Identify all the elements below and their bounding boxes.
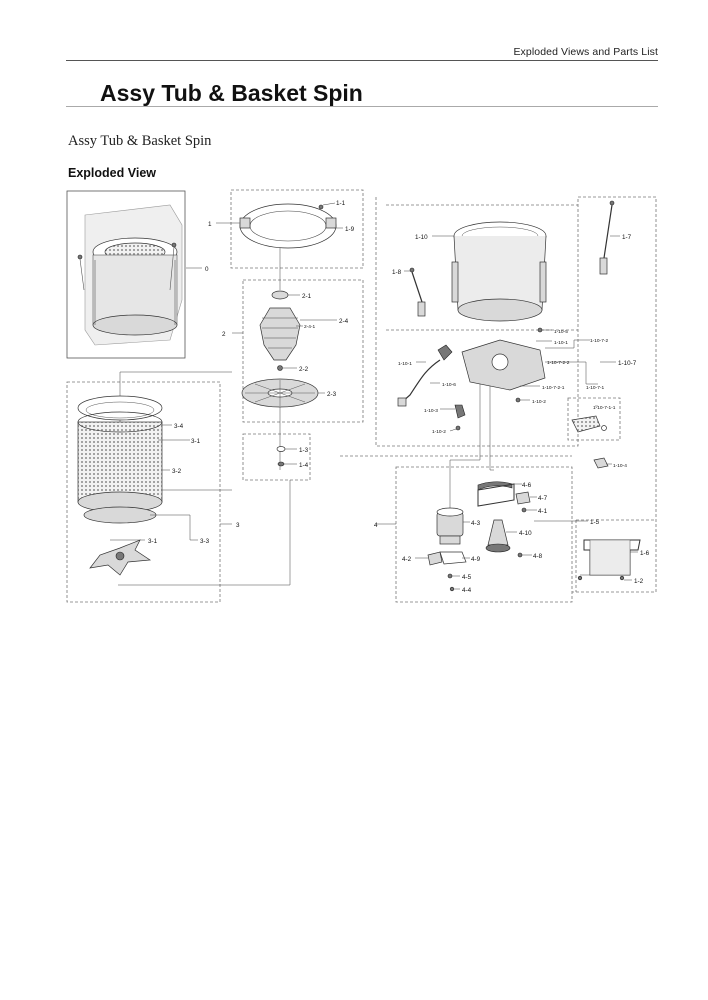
part-label-1-10-2: 1-10-2 <box>532 399 546 405</box>
section-caption: Assy Tub & Basket Spin <box>68 133 212 149</box>
part-label-1-6: 1-6 <box>640 550 650 557</box>
part-label-1-10-1-left: 1-10-1 <box>398 361 412 367</box>
part-label-4-1: 4-1 <box>538 508 548 515</box>
part-label-1-10-3: 1-10-3 <box>424 408 438 414</box>
group-boxes <box>66 189 657 603</box>
group-3-box <box>66 381 221 603</box>
part-label-1-10: 1-10 <box>415 234 428 241</box>
header-section-title: Exploded Views and Parts List <box>513 46 658 58</box>
group-1-10-7-box <box>567 397 621 441</box>
part-label-1-10-7-2: 1-10-7-2 <box>590 338 608 344</box>
part-label-4-10: 4-10 <box>519 530 532 537</box>
outer-tub-assembly <box>404 200 620 322</box>
group-1-box <box>230 189 364 269</box>
exploded-view-heading: Exploded View <box>68 166 156 180</box>
part-label-3-1-lower: 3-1 <box>148 538 158 545</box>
spin-basket-assembly <box>77 395 198 576</box>
part-label-3-3: 3-3 <box>200 538 210 545</box>
part-label-4-2: 4-2 <box>402 556 412 563</box>
part-label-1-4: 1-4 <box>299 462 309 469</box>
group-label-0: 0 <box>205 266 209 273</box>
part-label-1-10-5: 1-10-5 <box>554 329 568 335</box>
group-label-3: 3 <box>236 522 240 529</box>
part-label-1-10-7-1: 1-10-7-1 <box>586 385 604 391</box>
part-label-1-10-2-left: 1-10-2 <box>432 429 446 435</box>
part-label-1-1: 1-1 <box>336 200 346 207</box>
part-label-2-1: 2-1 <box>302 293 312 300</box>
part-label-3-1: 3-1 <box>191 438 201 445</box>
part-label-4-6: 4-6 <box>522 482 532 489</box>
group-label-4: 4 <box>374 522 378 529</box>
part-label-4-4: 4-4 <box>462 587 472 594</box>
washer-parts <box>276 446 297 467</box>
part-label-2-2: 2-2 <box>299 366 309 373</box>
group-4-box <box>395 466 573 603</box>
part-label-1-10-7-2-2: 1-10-7-2-2 <box>547 360 570 366</box>
assembly-overview-box <box>66 190 186 359</box>
drive-motor-assembly <box>376 481 641 592</box>
tub-base-parts <box>397 327 616 469</box>
group-2-box <box>242 279 364 423</box>
part-label-2-4-1: 2-4-1 <box>304 324 316 330</box>
part-label-1-7: 1-7 <box>622 234 632 241</box>
pulsator-assembly <box>232 290 337 408</box>
part-label-3-4: 3-4 <box>174 423 184 430</box>
page-title: Assy Tub & Basket Spin <box>100 80 363 106</box>
part-label-3-2: 3-2 <box>172 468 182 475</box>
title-divider <box>66 106 658 107</box>
part-label-1-3: 1-3 <box>299 447 309 454</box>
part-label-4-7: 4-7 <box>538 495 548 502</box>
part-label-1-10-1: 1-10-1 <box>554 340 568 346</box>
group-1-lower-box <box>242 433 311 481</box>
part-label-1-9: 1-9 <box>345 226 355 233</box>
part-label-1-10-7-2-1: 1-10-7-2-1 <box>542 385 565 391</box>
part-label-4-9: 4-9 <box>471 556 481 563</box>
part-label-2-4: 2-4 <box>339 318 349 325</box>
part-label-1-8: 1-8 <box>392 269 402 276</box>
group-1-right-box <box>375 196 657 593</box>
part-label-1-10-4: 1-10-4 <box>613 463 627 469</box>
tub-cover-ring <box>216 202 343 249</box>
part-label-1-10-7: 1-10-7 <box>618 360 637 367</box>
part-label-1-10-6: 1-10-6 <box>442 382 456 388</box>
part-label-1-5: 1-5 <box>590 519 600 526</box>
part-label-4-3: 4-3 <box>471 520 481 527</box>
part-label-1-10-7-1-1: 1-10-7-1-1 <box>593 405 616 411</box>
overall-assembly-illustration <box>77 204 202 346</box>
group-label-1: 1 <box>208 221 212 228</box>
page-header: Exploded Views and Parts List <box>66 46 658 61</box>
part-label-4-5: 4-5 <box>462 574 472 581</box>
group-label-2: 2 <box>222 331 226 338</box>
part-label-2-3: 2-3 <box>327 391 337 398</box>
part-label-1-2: 1-2 <box>634 578 644 585</box>
part-label-4-8: 4-8 <box>533 553 543 560</box>
